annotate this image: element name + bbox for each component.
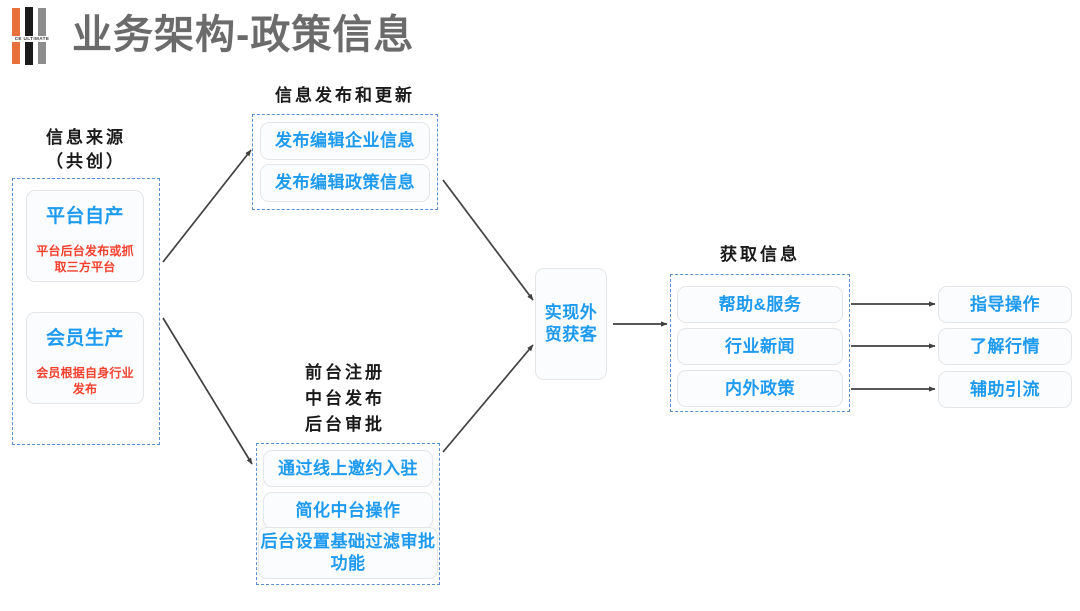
source-card-platform[interactable]: 平台自产 平台后台发布或抓取三方平台 (26, 190, 144, 282)
acquire-group (670, 274, 850, 412)
outcome-item-market-insight[interactable]: 了解行情 (938, 328, 1072, 365)
onboard-group (256, 443, 440, 585)
edge-publish-to-hub (442, 179, 534, 301)
publish-caption: 信息发布和更新 (275, 86, 415, 105)
outcome-item-traffic-assist[interactable]: 辅助引流 (938, 371, 1072, 408)
onboard-item-filter-approval[interactable]: 后台设置基础过滤审批功能 (258, 527, 438, 579)
source-card-member-title: 会员生产 (45, 328, 124, 349)
brand-logo: CE ULTIMATE (6, 6, 58, 68)
source-caption-line2: （共创） (46, 152, 126, 171)
edge-source-to-publish (162, 149, 252, 263)
logo-wordmark: CE ULTIMATE (6, 36, 58, 42)
publish-item-company-info[interactable]: 发布编辑企业信息 (260, 122, 430, 160)
outcome-item-guide-operation[interactable]: 指导操作 (938, 286, 1072, 323)
source-card-platform-title: 平台自产 (45, 206, 124, 227)
publish-item-policy-info[interactable]: 发布编辑政策信息 (260, 164, 430, 202)
acquire-item-policies[interactable]: 内外政策 (677, 370, 843, 407)
acquire-item-industry-news[interactable]: 行业新闻 (677, 328, 843, 365)
acquire-caption: 获取信息 (720, 245, 800, 264)
hub-node-line2: 贸获客 (544, 325, 598, 344)
edge-source-to-onboard (162, 317, 253, 465)
source-card-member-note: 会员根据自身行业发布 (36, 366, 134, 396)
source-card-platform-note: 平台后台发布或抓取三方平台 (36, 244, 134, 274)
source-card-member[interactable]: 会员生产 会员根据自身行业发布 (26, 312, 144, 404)
onboard-item-invite[interactable]: 通过线上邀约入驻 (263, 450, 433, 487)
onboard-item-simplify[interactable]: 简化中台操作 (263, 492, 433, 529)
publish-group (252, 114, 438, 210)
source-group (12, 178, 160, 445)
hub-node-foreign-trade[interactable]: 实现外 贸获客 (535, 268, 607, 380)
onboard-caption-line2: 中台发布 (305, 389, 385, 408)
acquire-item-help-service[interactable]: 帮助&服务 (677, 286, 843, 323)
source-caption-line1: 信息来源 (46, 128, 126, 147)
edge-onboard-to-hub (442, 344, 534, 453)
onboard-caption-line1: 前台注册 (305, 363, 385, 382)
hub-node-line1: 实现外 (544, 303, 598, 322)
page-title: 业务架构-政策信息 (72, 13, 415, 57)
onboard-caption-line3: 后台审批 (305, 415, 385, 434)
